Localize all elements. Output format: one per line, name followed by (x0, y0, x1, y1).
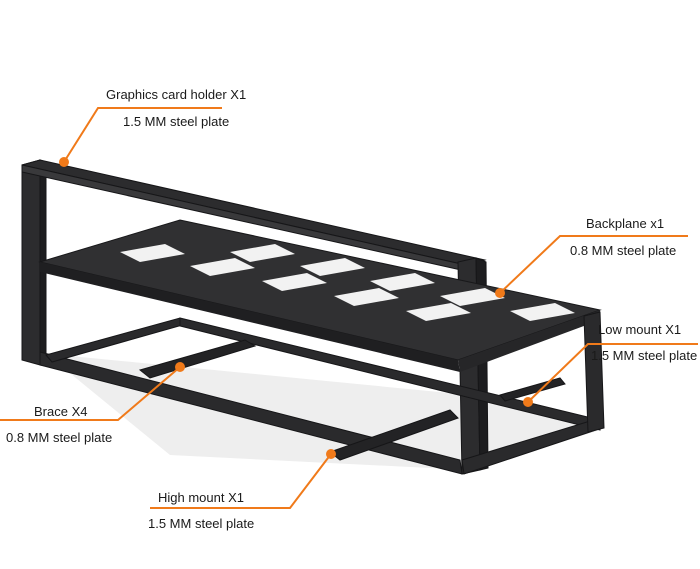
label-low-mount-title: Low mount X1 (598, 322, 682, 337)
label-graphics-card-holder-title: Graphics card holder X1 (106, 87, 247, 102)
callout-line-graphics-card-holder (63, 107, 222, 163)
callout-dot-graphics-card-holder (59, 157, 69, 167)
label-graphics-card-holder-material: 1.5 MM steel plate (123, 114, 230, 129)
callout-line-backplane (499, 235, 688, 294)
base-frame (39, 311, 605, 475)
label-low-mount-material: 1.5 MM steel plate (591, 348, 698, 363)
callout-line-low-mount (527, 343, 698, 403)
label-backplane-title: Backplane x1 (586, 216, 665, 231)
label-brace-material: 0.8 MM steel plate (6, 430, 113, 445)
label-high-mount-material: 1.5 MM steel plate (148, 516, 255, 531)
callout-dot-high-mount (326, 449, 336, 459)
callout-line-high-mount (150, 453, 332, 509)
backplane-shelf (38, 219, 602, 372)
callout-line-brace (0, 366, 181, 421)
label-brace-title: Brace X4 (34, 404, 88, 419)
callout-dot-low-mount (523, 397, 533, 407)
label-backplane-material: 0.8 MM steel plate (570, 243, 677, 258)
callout-dot-backplane (495, 288, 505, 298)
callout-dot-brace (175, 362, 185, 372)
label-high-mount-title: High mount X1 (158, 490, 244, 505)
